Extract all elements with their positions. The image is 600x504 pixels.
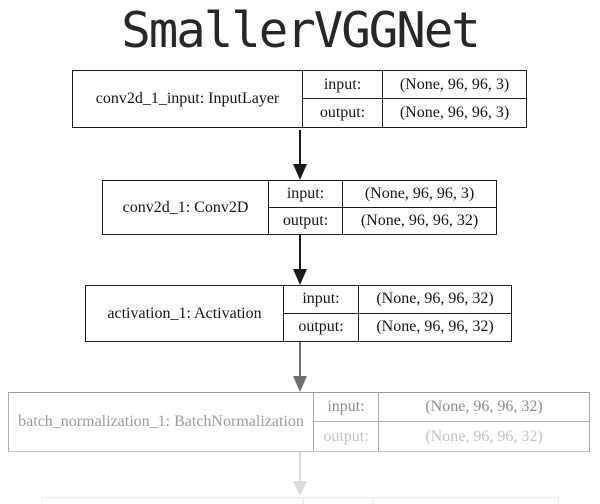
edge-line [299,130,301,164]
input-label: input: [314,393,379,422]
layer-node-conv2d: conv2d_1: Conv2D input: (None, 96, 96, 3… [102,180,497,235]
output-shape: (None, 96, 96, 3) [399,104,510,121]
edge-line [299,342,301,376]
layer-name: conv2d_1: Conv2D [103,181,269,234]
layer-name: batch_normalization_1: BatchNormalizatio… [9,393,314,451]
edge-arrow-down-icon [293,452,307,496]
edge-arrow-down-icon [293,342,307,392]
input-shape: (None, 96, 96, 32) [379,393,589,422]
layer-name: conv2d_1_input: InputLayer [73,71,303,127]
layer-node-batch-normalization: batch_normalization_1: BatchNormalizatio… [8,392,590,452]
edge-arrow-down-icon [293,235,307,285]
layer-name: activation_1: Activation [86,286,284,341]
output-label: output: [314,422,379,451]
input-label: input: [284,286,359,314]
edge-line [299,452,301,481]
layer-node-input-layer: conv2d_1_input: InputLayer input: (None,… [72,70,527,128]
input-shape: (None, 96, 96, 32) [359,286,511,314]
output-label: output: [303,99,383,127]
layer-node-partial-clipped [42,497,559,504]
diagram-title: SmallerVGGNet [121,2,481,59]
cell-divider [372,498,374,504]
output-shape: (None, 96, 96, 32) [360,211,479,229]
cell-divider [302,498,304,504]
output-shape: (None, 96, 96, 32) [425,427,543,445]
arrowhead-icon [293,481,307,496]
input-shape: (None, 96, 96, 3) [343,181,496,208]
arrowhead-icon [293,376,307,392]
arrowhead-icon [293,164,307,180]
input-label: input: [269,181,343,208]
input-label: input: [303,71,383,99]
arrowhead-icon [293,269,307,285]
edge-arrow-down-icon [293,130,307,180]
output-label: output: [269,207,343,234]
input-shape: (None, 96, 96, 3) [383,71,526,99]
edge-line [299,235,301,269]
output-label: output: [284,313,359,341]
layer-node-activation: activation_1: Activation input: (None, 9… [85,285,512,342]
output-shape: (None, 96, 96, 32) [376,318,494,336]
